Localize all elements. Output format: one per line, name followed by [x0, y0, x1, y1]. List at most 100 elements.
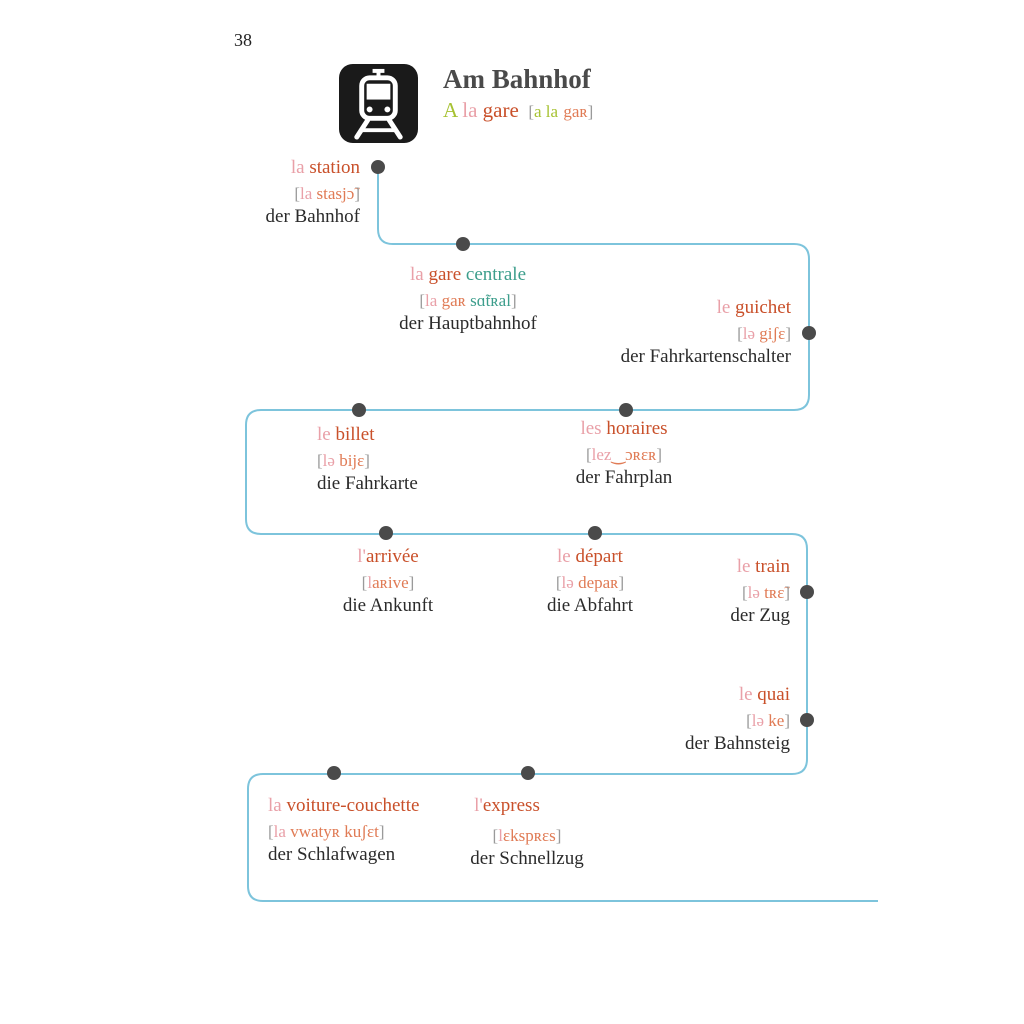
vocab-express: l'express [lɛkspʀɛs] der Schnellzug	[437, 795, 617, 870]
vocab-horaires: les horaires [lez‿ɔʀɛʀ] der Fahrplan	[534, 418, 714, 489]
noun: arrivée	[365, 546, 419, 567]
article: les	[580, 418, 602, 439]
stop-guichet	[802, 326, 816, 340]
page-number: 38	[234, 30, 252, 50]
vocab-quai: le quai [lə ke] der Bahnsteig	[685, 684, 790, 755]
french-term: la gare centrale	[368, 264, 568, 286]
french-term: les horaires	[534, 418, 714, 440]
noun: horaires	[606, 418, 668, 439]
french-term: le train	[730, 556, 790, 578]
noun: train	[755, 556, 790, 577]
noun: guichet	[735, 297, 791, 318]
article: le	[736, 556, 751, 577]
german-translation: der Fahrplan	[575, 467, 673, 489]
french-term: la voiture-couchette	[268, 795, 419, 817]
ipa-article: la	[273, 821, 286, 841]
ipa-noun: gaʀ	[441, 290, 466, 310]
french-term: la station	[266, 157, 360, 179]
german-translation: die Abfahrt	[546, 595, 633, 617]
ipa-noun: ɛkspʀɛs	[502, 825, 556, 845]
ipa-article: lə	[561, 572, 574, 592]
subtitle-noun: gare	[482, 98, 519, 122]
french-term: le billet	[317, 424, 418, 446]
noun: billet	[335, 424, 375, 445]
article: la	[268, 795, 282, 816]
german-translation: der Zug	[730, 605, 790, 627]
german-translation: der Schlafwagen	[268, 844, 396, 866]
route-line	[245, 167, 878, 902]
subtitle-article: la	[462, 98, 478, 122]
ipa-article: lə	[751, 710, 765, 730]
page-subtitle: A la gare [a la gaʀ]	[443, 98, 593, 123]
ipa-article: lez	[591, 444, 612, 464]
stop-horaires	[619, 403, 633, 417]
ipa-noun: tʀɛ̃	[764, 582, 785, 602]
vocab-arrivee: l'arrivée [laʀive] die Ankunft	[298, 546, 478, 617]
noun: gare	[428, 264, 462, 285]
pronunciation: [lə bijɛ]	[317, 450, 370, 470]
pronunciation: [la stasjɔ̃]	[294, 183, 360, 203]
french-term: le guichet	[621, 297, 791, 319]
pronunciation: [lə depaʀ]	[555, 572, 625, 592]
pronunciation: [lə giʃɛ]	[737, 323, 791, 343]
ipa-noun: aʀive	[372, 572, 409, 592]
bracket-close: ]	[587, 102, 594, 121]
ipa-noun: stasjɔ̃	[316, 183, 355, 203]
stop-billet	[352, 403, 366, 417]
ipa-article: l	[498, 825, 503, 845]
train-icon	[339, 64, 418, 143]
ipa-article: l	[367, 572, 373, 592]
german-translation: der Bahnhof	[265, 206, 360, 228]
subtitle-ipa-article: a la	[533, 102, 559, 121]
ipa-article: lə	[322, 450, 335, 470]
german-translation: der Schnellzug	[470, 848, 584, 870]
ipa-noun: ke	[768, 710, 785, 730]
french-term: le quai	[685, 684, 790, 706]
german-translation: der Hauptbahnhof	[399, 313, 537, 335]
article: le	[557, 546, 571, 567]
ipa-noun: ‿ɔʀɛʀ	[611, 444, 657, 464]
vocab-guichet: le guichet [lə giʃɛ] der Fahrkartenschal…	[621, 297, 791, 368]
stop-station	[371, 160, 385, 174]
vocab-station: la station [la stasjɔ̃] der Bahnhof	[266, 157, 360, 228]
adjective: centrale	[465, 264, 527, 285]
pronunciation: [lə tʀɛ̃]	[741, 582, 790, 602]
noun: départ	[575, 546, 623, 567]
article: l'	[474, 795, 483, 816]
german-translation: der Fahrkartenschalter	[620, 346, 791, 368]
stop-express	[521, 766, 535, 780]
ipa-adjective: sɑ̃tʀal	[470, 290, 511, 310]
vocab-voiture-couchette: la voiture-couchette [la vwatyʀ kuʃɛt] d…	[268, 795, 419, 866]
ipa-noun: bijɛ	[339, 450, 365, 470]
ipa-noun: depaʀ	[578, 572, 619, 592]
stop-depart	[588, 526, 602, 540]
subtitle-ipa-noun: gaʀ	[563, 102, 588, 121]
stop-quai	[800, 713, 814, 727]
ipa-noun: vwatyʀ kuʃɛt	[290, 821, 379, 841]
vocab-billet: le billet [lə bijɛ] die Fahrkarte	[317, 424, 418, 495]
french-term: l'arrivée	[298, 546, 478, 568]
noun: voiture-couchette	[286, 795, 420, 816]
stop-arrivee	[379, 526, 393, 540]
article: le	[738, 684, 753, 705]
article: l'	[357, 546, 366, 567]
article: la	[409, 264, 424, 285]
german-translation: die Ankunft	[342, 595, 434, 617]
pronunciation: [la vwatyʀ kuʃɛt]	[268, 821, 385, 841]
noun: express	[482, 795, 540, 816]
stop-voiture	[327, 766, 341, 780]
vocab-depart: le départ [lə depaʀ] die Abfahrt	[500, 546, 680, 617]
stop-train	[800, 585, 814, 599]
pronunciation: [laʀive]	[361, 572, 415, 592]
page-title: Am Bahnhof	[443, 64, 591, 94]
vocab-train: le train [lə tʀɛ̃] der Zug	[730, 556, 790, 627]
ipa-article: la	[300, 183, 313, 203]
article: le	[317, 424, 331, 445]
ipa-article: lə	[747, 582, 760, 602]
subtitle-a: A	[443, 98, 458, 122]
ipa-article: lə	[742, 323, 756, 343]
article: le	[716, 297, 731, 318]
german-translation: die Fahrkarte	[317, 473, 418, 495]
vocab-gare-centrale: la gare centrale [la gaʀ sɑ̃tʀal] der Ha…	[368, 264, 568, 335]
article: la	[290, 157, 305, 178]
